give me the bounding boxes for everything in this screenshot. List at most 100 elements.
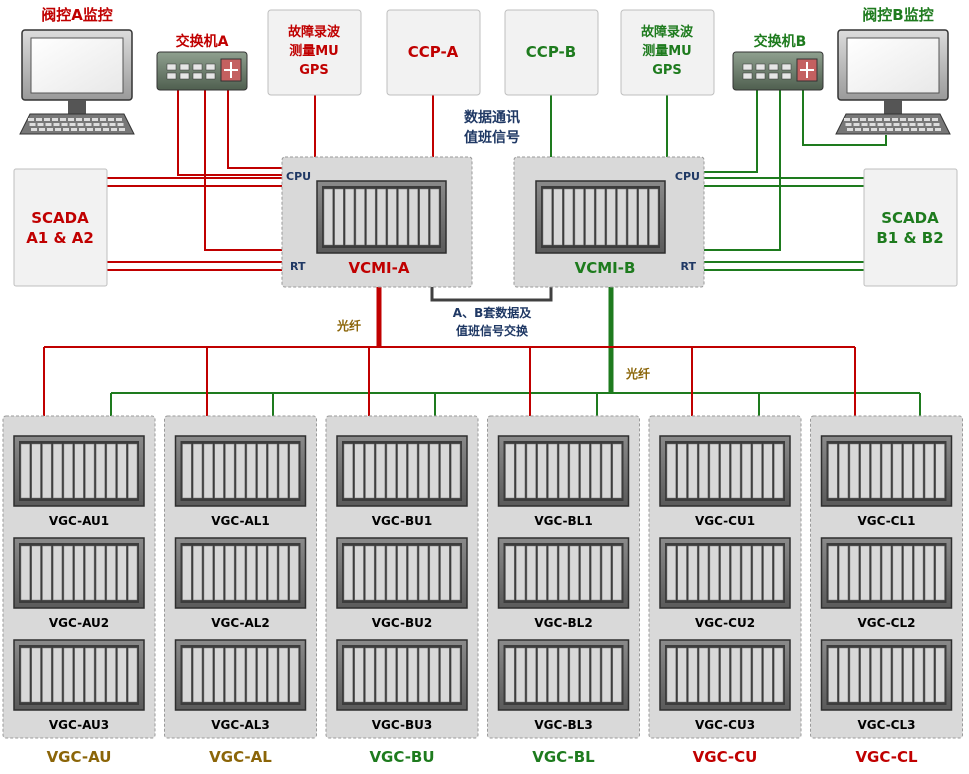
rack-slot: [903, 443, 913, 499]
rack-slot: [881, 545, 892, 601]
keyboard-key: [36, 118, 42, 121]
rack-slot: [860, 545, 870, 601]
vgc-group-label: VGC-AU: [47, 748, 112, 766]
monitor-screen: [30, 37, 124, 94]
vgc-unit-label: VGC-CU2: [695, 616, 755, 630]
rack-slot: [849, 647, 859, 703]
keyboard-key: [844, 118, 850, 121]
vcmi-a-rt-label: RT: [290, 260, 306, 273]
rack-slot: [397, 545, 407, 601]
rack-slot: [182, 443, 192, 499]
keyboard-key: [933, 123, 940, 126]
rack-slot: [257, 647, 267, 703]
rack-slot: [74, 647, 84, 703]
vcmi-a-rack-icon: [316, 180, 447, 254]
rack-slot: [440, 443, 450, 499]
keyboard-key: [903, 128, 909, 131]
vgc-unit-label: VGC-AL3: [211, 718, 269, 732]
ccp-b-box: [504, 9, 599, 96]
rack-slot: [334, 188, 344, 246]
rack-slot: [355, 188, 365, 246]
ccp-a-label: CCP-A: [408, 43, 459, 61]
scada-b-line2: B1 & B2: [876, 229, 943, 247]
keyboard-key: [863, 128, 869, 131]
keyboard-key: [116, 118, 122, 121]
rack-slot: [871, 545, 881, 601]
rack-slot: [591, 443, 601, 499]
rack-slot: [42, 443, 52, 499]
rack-slot: [601, 647, 612, 703]
switch-port: [205, 72, 216, 80]
vgc-unit-label: VGC-BL2: [534, 616, 592, 630]
wire-switch-a-rt: [204, 90, 282, 251]
rack-slot: [419, 188, 429, 246]
rack-slot: [612, 443, 622, 499]
rack-slot: [515, 545, 526, 601]
vgc-group-label: VGC-CL: [855, 748, 918, 766]
fault-recorder-a-line3: GPS: [299, 63, 329, 78]
rack-slot: [763, 443, 773, 499]
rack-slot: [408, 443, 418, 499]
vgc-groups: VGC-AU1VGC-AU2VGC-AU3VGC-AUVGC-AL1VGC-AL…: [2, 415, 963, 766]
switch-port: [768, 72, 779, 80]
keyboard-key: [55, 128, 61, 131]
rack-slot: [924, 545, 935, 601]
keyboard-key: [916, 118, 922, 121]
switch-b-label: 交换机B: [754, 33, 807, 50]
keyboard-key: [885, 123, 892, 126]
rack-slot: [203, 647, 213, 703]
rack-slot: [752, 647, 762, 703]
keyboard-key: [93, 123, 100, 126]
rack-slot: [774, 545, 784, 601]
rack-slot: [289, 545, 299, 601]
keyboard-key: [63, 128, 69, 131]
keyboard-key: [861, 123, 868, 126]
rack-slot: [128, 545, 138, 601]
monitor-b-label: 阀控B监控: [862, 6, 933, 24]
rack-slot: [63, 647, 73, 703]
rack-slot: [182, 545, 192, 601]
rack-slot: [225, 545, 235, 601]
scada-a-line2: A1 & A2: [26, 229, 94, 247]
rack-slot: [365, 443, 375, 499]
rack-slot: [849, 545, 859, 601]
rack-slot: [268, 647, 278, 703]
keyboard-key: [29, 123, 36, 126]
wire-switch-a-cpu: [227, 90, 282, 169]
rack-slot: [52, 647, 63, 703]
switch-arrows: [224, 62, 238, 78]
rack-slot: [741, 647, 752, 703]
monitor-stand: [68, 100, 86, 114]
rack-slot: [537, 647, 547, 703]
rack-slot: [375, 545, 386, 601]
rack-slot: [408, 545, 418, 601]
rack-slot: [418, 647, 429, 703]
scada-a-line1: SCADA: [31, 209, 89, 227]
rack-slot: [418, 545, 429, 601]
switch-port: [179, 63, 190, 71]
rack-slot: [430, 188, 440, 246]
rack-slot: [548, 545, 558, 601]
keyboard-key: [876, 118, 882, 121]
keyboard-key: [917, 123, 924, 126]
rack-slot: [881, 443, 892, 499]
rack-slot: [203, 443, 213, 499]
vgc-group-label: VGC-CU: [693, 748, 758, 766]
keyboard-key: [892, 118, 898, 121]
rack-slot: [677, 443, 687, 499]
keyboard-key: [877, 123, 884, 126]
rack-slot: [354, 443, 364, 499]
keyboard-key: [52, 118, 58, 121]
rack-slot: [774, 443, 784, 499]
keyboard-key: [84, 118, 90, 121]
rack-slot: [42, 545, 52, 601]
rack-slot: [52, 545, 63, 601]
rack-slot: [408, 188, 418, 246]
keyboard-key: [109, 123, 116, 126]
keyboard-key: [855, 128, 861, 131]
rack-slot: [903, 647, 913, 703]
rack-slot: [935, 647, 945, 703]
scada-a-box: [13, 168, 108, 287]
vgc-unit-label: VGC-CL1: [857, 514, 915, 528]
